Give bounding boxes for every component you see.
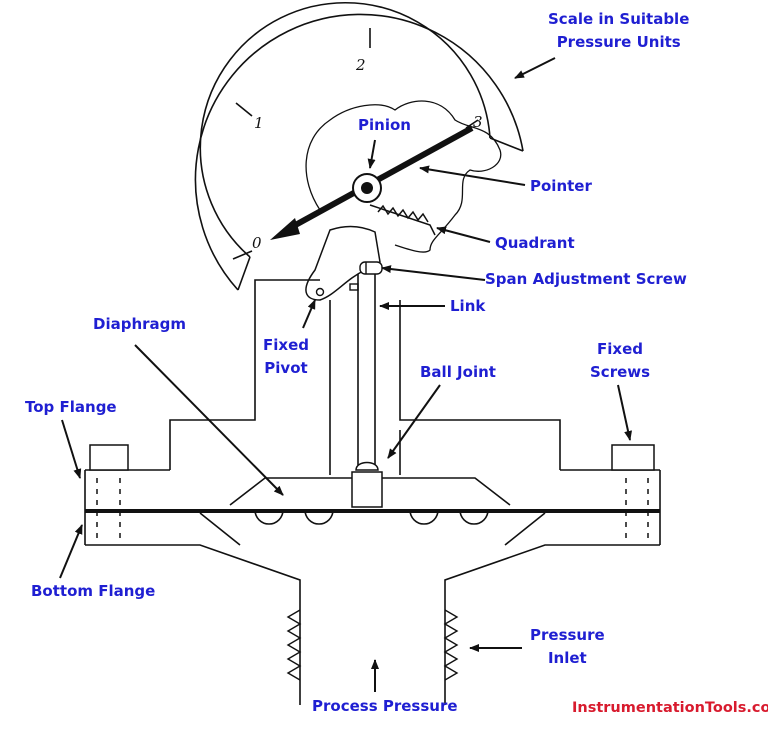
tick-0 — [232, 250, 253, 260]
label-ball-joint: Ball Joint — [420, 363, 496, 381]
scale-number-3: 3 — [473, 113, 483, 131]
housing-right-wall — [399, 300, 561, 470]
screw-head-right — [611, 444, 655, 471]
label-process-pressure: Process Pressure — [312, 697, 458, 715]
dial-outer-arc — [194, 13, 524, 291]
arrow-fixed-pivot — [302, 299, 316, 329]
watermark: InstrumentationTools.com — [572, 700, 768, 716]
scale-number-1: 1 — [254, 114, 264, 132]
arrow-pinion — [367, 139, 376, 169]
dial-end-cap-right — [489, 137, 524, 152]
arrow-pointer — [419, 165, 526, 186]
label-fixed-pivot: Fixed Pivot — [263, 334, 309, 380]
link-rod — [357, 274, 376, 465]
label-link: Link — [450, 297, 486, 315]
arrow-span-screw — [381, 265, 486, 281]
fixed-pivot-point — [315, 287, 325, 297]
arrow-fixed-screws — [617, 384, 632, 441]
inlet-threads — [286, 609, 459, 681]
label-fixed-pivot-line2: Pivot — [264, 359, 308, 377]
label-scale-line1: Scale in Suitable — [548, 10, 690, 28]
label-fixed-screws-line2: Screws — [590, 363, 651, 381]
label-fixed-screws-line1: Fixed — [597, 340, 644, 358]
label-bottom-flange: Bottom Flange — [31, 582, 156, 600]
scale-number-2: 2 — [355, 56, 366, 74]
label-fixed-screws: Fixed Screws — [590, 338, 650, 384]
label-pressure-inlet-line2: Inlet — [547, 649, 587, 667]
arrow-ball-joint — [387, 384, 441, 459]
dial-inner-arc — [199, 1, 491, 258]
gauge-housing — [169, 279, 561, 475]
label-scale-line2: Pressure Units — [556, 33, 681, 51]
tick-3 — [465, 119, 479, 129]
dial-scale — [194, 1, 524, 291]
label-fixed-pivot-line1: Fixed — [263, 336, 309, 354]
pointer — [270, 125, 474, 240]
label-pressure-inlet: Pressure Inlet — [530, 624, 605, 670]
quadrant — [305, 204, 436, 301]
callout-arrows — [59, 57, 632, 692]
pinion — [352, 173, 382, 203]
arrow-scale — [514, 57, 556, 79]
arrow-bottom-flange — [59, 524, 83, 579]
ball-joint — [351, 461, 383, 508]
bottom-flange — [85, 512, 660, 705]
housing-left-wall — [254, 279, 320, 290]
housing-left-step — [169, 290, 256, 470]
label-pinion: Pinion — [358, 116, 411, 134]
scale-number-0: 0 — [252, 234, 262, 252]
arrow-diaphragm — [134, 344, 284, 496]
fixed-screws — [89, 444, 655, 471]
span-adjustment-screw — [349, 261, 383, 291]
dial-cutaway-outline — [305, 100, 502, 253]
label-pointer: Pointer — [530, 177, 592, 195]
screw-head-left — [89, 444, 129, 471]
diaphragm-corrugations — [254, 509, 489, 525]
label-scale: Scale in Suitable Pressure Units — [548, 8, 689, 54]
dial-end-cap-left — [237, 256, 251, 291]
label-span-adjustment-screw: Span Adjustment Screw — [485, 270, 687, 288]
tick-1 — [235, 102, 253, 117]
label-top-flange: Top Flange — [25, 398, 117, 416]
label-diaphragm: Diaphragm — [93, 315, 187, 333]
arrow-top-flange — [61, 419, 82, 479]
label-pressure-inlet-line1: Pressure — [530, 626, 605, 644]
label-quadrant: Quadrant — [495, 234, 575, 252]
arrow-quadrant — [436, 226, 491, 243]
